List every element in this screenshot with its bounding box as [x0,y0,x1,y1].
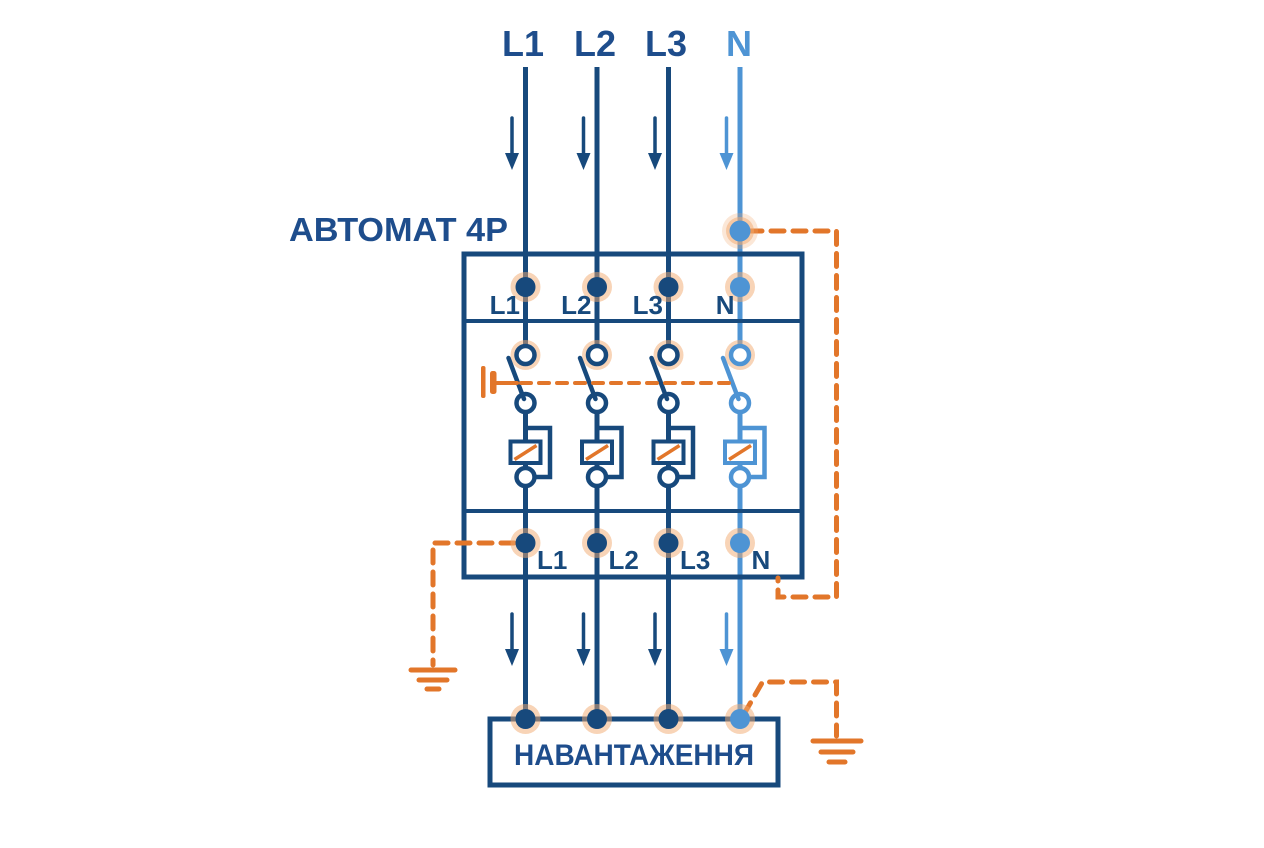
release-bypass-bracket-l2 [597,425,624,480]
switch-blade-l2 [577,355,598,402]
breaker-title: АВТОМАТ 4P [289,211,508,248]
release-bypass-bracket-l1 [525,425,553,480]
terminal-dot-top-l2 [587,277,607,297]
hatched-release-box-l2 [580,439,614,465]
down-arrow-icon [576,116,591,170]
terminal-dot-bottom-n [730,533,750,553]
neutral-tap-dot [729,220,751,242]
feed-label-l3: L3 [645,23,687,64]
flow-arrows-bottom [505,612,734,666]
load-box [487,716,781,788]
hatched-release-box-l1 [508,439,543,465]
breaker-enclosure [461,251,805,580]
flow-arrows-top [505,116,734,170]
open-contact-circle [728,343,752,367]
breaker-box [461,251,805,580]
breaker-internals [481,340,767,489]
open-contact-circle [514,343,537,367]
trip-handle-bar [481,366,486,398]
feed-label-n: N [726,23,752,64]
right-earth-dashed-path [741,679,839,739]
hatched-release-box-n [723,439,757,465]
terminal-label-bottom-l2: L2 [609,545,639,575]
open-contact-circle [514,391,537,415]
load-label: НАВАНТАЖЕННЯ [514,739,754,772]
load-block: НАВАНТАЖЕННЯ [487,716,781,788]
load-terminal-dot-l1 [515,709,536,729]
down-arrow-icon [719,612,734,666]
hatched-release-box-l3 [651,439,686,465]
load-terminal-dot-l2 [587,709,607,729]
left-earth-dashed-path [430,540,517,668]
feed-label-l2: L2 [574,23,616,64]
terminal-dot-bottom-l1 [515,533,536,553]
dashed-mechanical-linkage [481,366,733,398]
terminal-label-top-l3: L3 [633,290,663,320]
switch-blade-l3 [649,355,670,402]
terminal-label-bottom-l1: L1 [537,545,567,575]
terminal-label-top-l1: L1 [490,290,520,320]
auxiliary-orange-paths [408,228,864,765]
open-contact-circle [728,465,752,489]
open-contact-circle [514,465,537,489]
terminal-label-bottom-l3: L3 [680,545,710,575]
terminal-dot-top-l3 [658,277,679,297]
earth-ground-icon [408,667,458,692]
load-terminal-dot-l3 [658,709,679,729]
load-terminal-dot-n [730,709,750,729]
down-arrow-icon [648,116,662,170]
open-contact-circle [728,391,752,415]
open-contact-circle [585,343,609,367]
trip-handle-bar [490,371,497,394]
earth-ground-icon [810,738,864,765]
terminal-dot-top-l1 [515,277,536,297]
terminal-dots [510,213,758,734]
feed-label-l1: L1 [502,23,544,64]
neutral-tap-dashed-loop [746,228,839,600]
release-bypass-bracket-l3 [668,425,696,480]
pole-conductors [523,67,743,719]
down-arrow-icon [576,612,591,666]
open-contact-circle [657,391,680,415]
labels: L1 L2 L3 N АВТОМАТ 4P L1 L2 L3 N L1 L2 L… [289,23,770,575]
down-arrow-icon [505,116,519,170]
terminal-dot-bottom-l3 [658,533,679,553]
switch-blade-n [720,355,741,402]
terminal-dot-bottom-l2 [587,533,607,553]
open-contact-circle [657,343,680,367]
down-arrow-icon [719,116,734,170]
terminal-dot-top-n [730,277,750,297]
terminal-label-top-n: N [716,290,735,320]
terminal-label-bottom-n: N [752,545,771,575]
open-contact-circle [585,391,609,415]
down-arrow-icon [648,612,662,666]
switch-blade-l1 [506,355,527,402]
down-arrow-icon [505,612,519,666]
open-contact-circle [657,465,680,489]
release-bypass-bracket-n [740,425,767,480]
terminal-label-top-l2: L2 [561,290,591,320]
open-contact-circle [585,465,609,489]
